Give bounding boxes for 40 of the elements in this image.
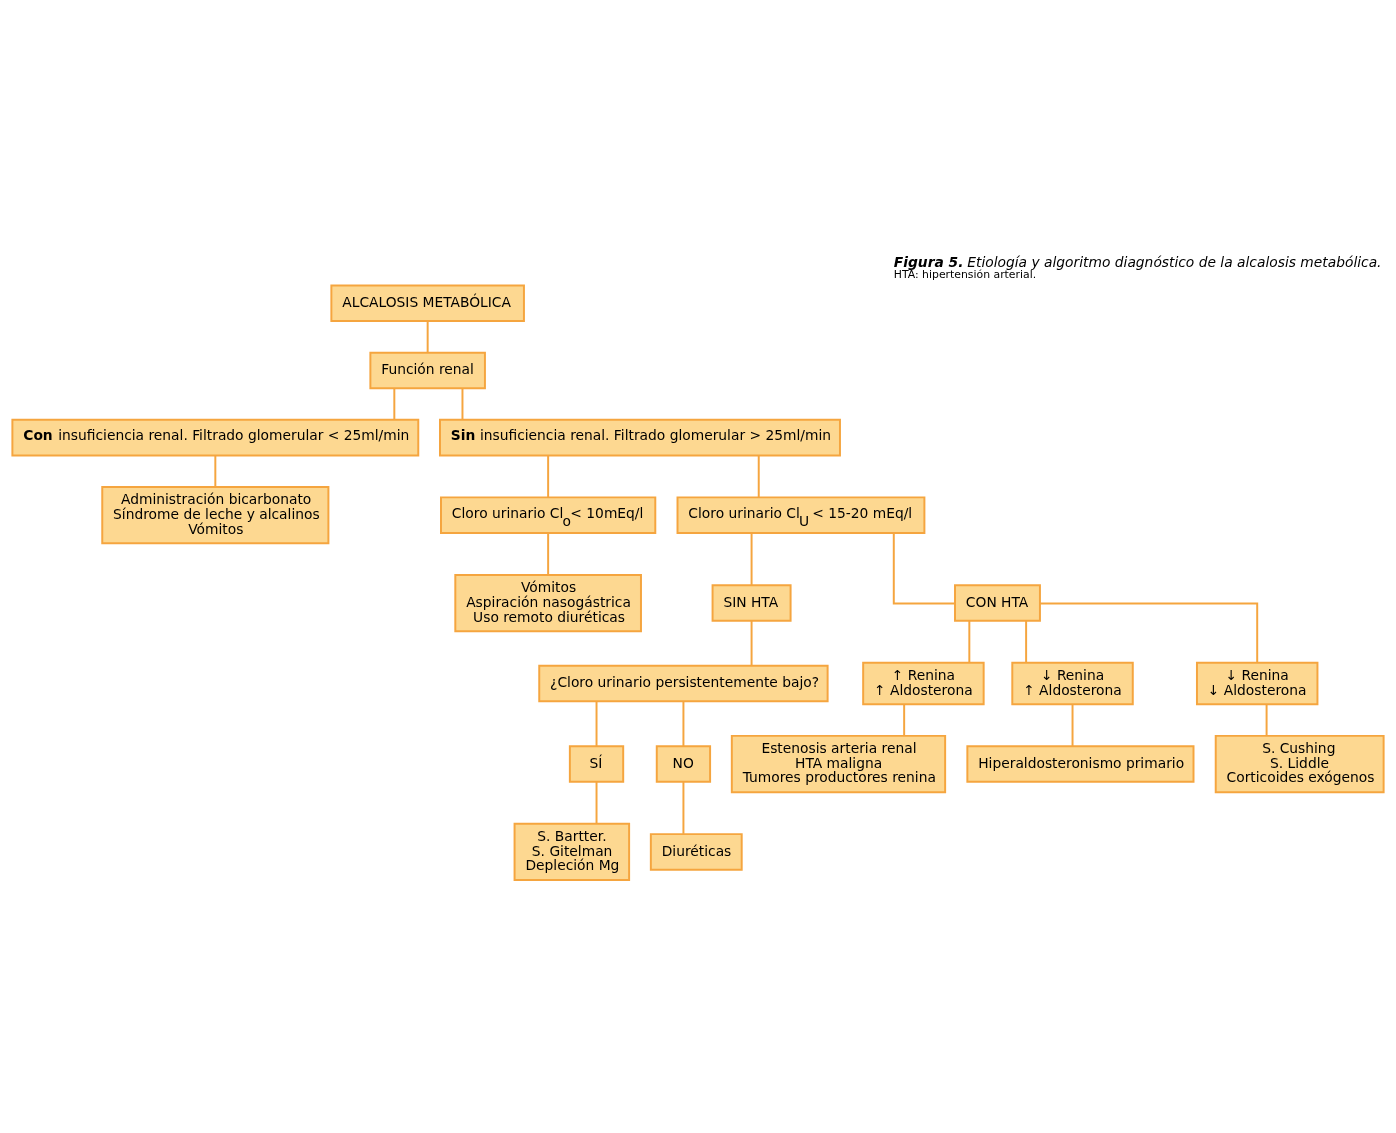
node-box: Estenosis arteria renal HTA maligna Tumores productores renina <box>730 734 947 794</box>
node-box: SÍ <box>568 745 625 783</box>
connector <box>892 532 956 605</box>
connector <box>547 531 550 576</box>
connector <box>968 619 971 664</box>
connector <box>682 780 685 835</box>
node-box: Con insuficiencia renal. Filtrado glomerular < 25ml/min <box>11 418 420 457</box>
node-box: Función renal <box>369 351 486 390</box>
node-box: SIN HTA <box>711 584 792 622</box>
node-box: Diuréticas <box>649 833 743 871</box>
connector <box>1039 602 1259 664</box>
connector <box>426 320 429 354</box>
connector <box>1071 703 1074 747</box>
node-box: Vómitos Aspiración nasogástrica Uso remoto diuréticas <box>454 573 642 633</box>
node-box: Hiperaldosteronismo primario <box>966 745 1195 783</box>
connector <box>547 454 550 499</box>
connector <box>750 531 753 586</box>
node-box: S. Bartter. S. Gitelman Depleción Mg <box>513 822 631 882</box>
connector <box>1265 703 1268 737</box>
connector <box>461 387 464 421</box>
connector <box>393 387 396 421</box>
node-box: ↑ Renina ↑ Aldosterona <box>862 661 985 706</box>
connector <box>214 454 217 488</box>
connector <box>595 700 598 748</box>
node-box: ALCALOSIS METABÓLICA <box>330 284 525 323</box>
node-box: NO <box>655 745 712 783</box>
connector <box>682 700 685 748</box>
connector <box>750 619 753 667</box>
node-box: Sin insuficiencia renal. Filtrado glomerular > 25ml/min <box>439 418 841 457</box>
node-box: ↓ Renina ↑ Aldosterona <box>1011 661 1134 706</box>
connector <box>903 703 906 737</box>
node-box: ↓ Renina ↓ Aldosterona <box>1195 661 1319 706</box>
connector <box>757 454 760 499</box>
node-box: CON HTA <box>954 584 1041 622</box>
connector <box>1025 619 1028 664</box>
connector <box>595 780 598 825</box>
node-box: Administración bicarbonato Síndrome de leche y alcalinos Vómitos <box>101 486 330 545</box>
node-box: S. Cushing S. Liddle Corticoides exógenos <box>1214 734 1385 794</box>
diagram-title: Figura 5. Etiología y algoritmo diagnóstico de la alcalosis metabólica. <box>893 253 1382 270</box>
node-box: ¿Cloro urinario persistentemente bajo? <box>538 664 829 703</box>
